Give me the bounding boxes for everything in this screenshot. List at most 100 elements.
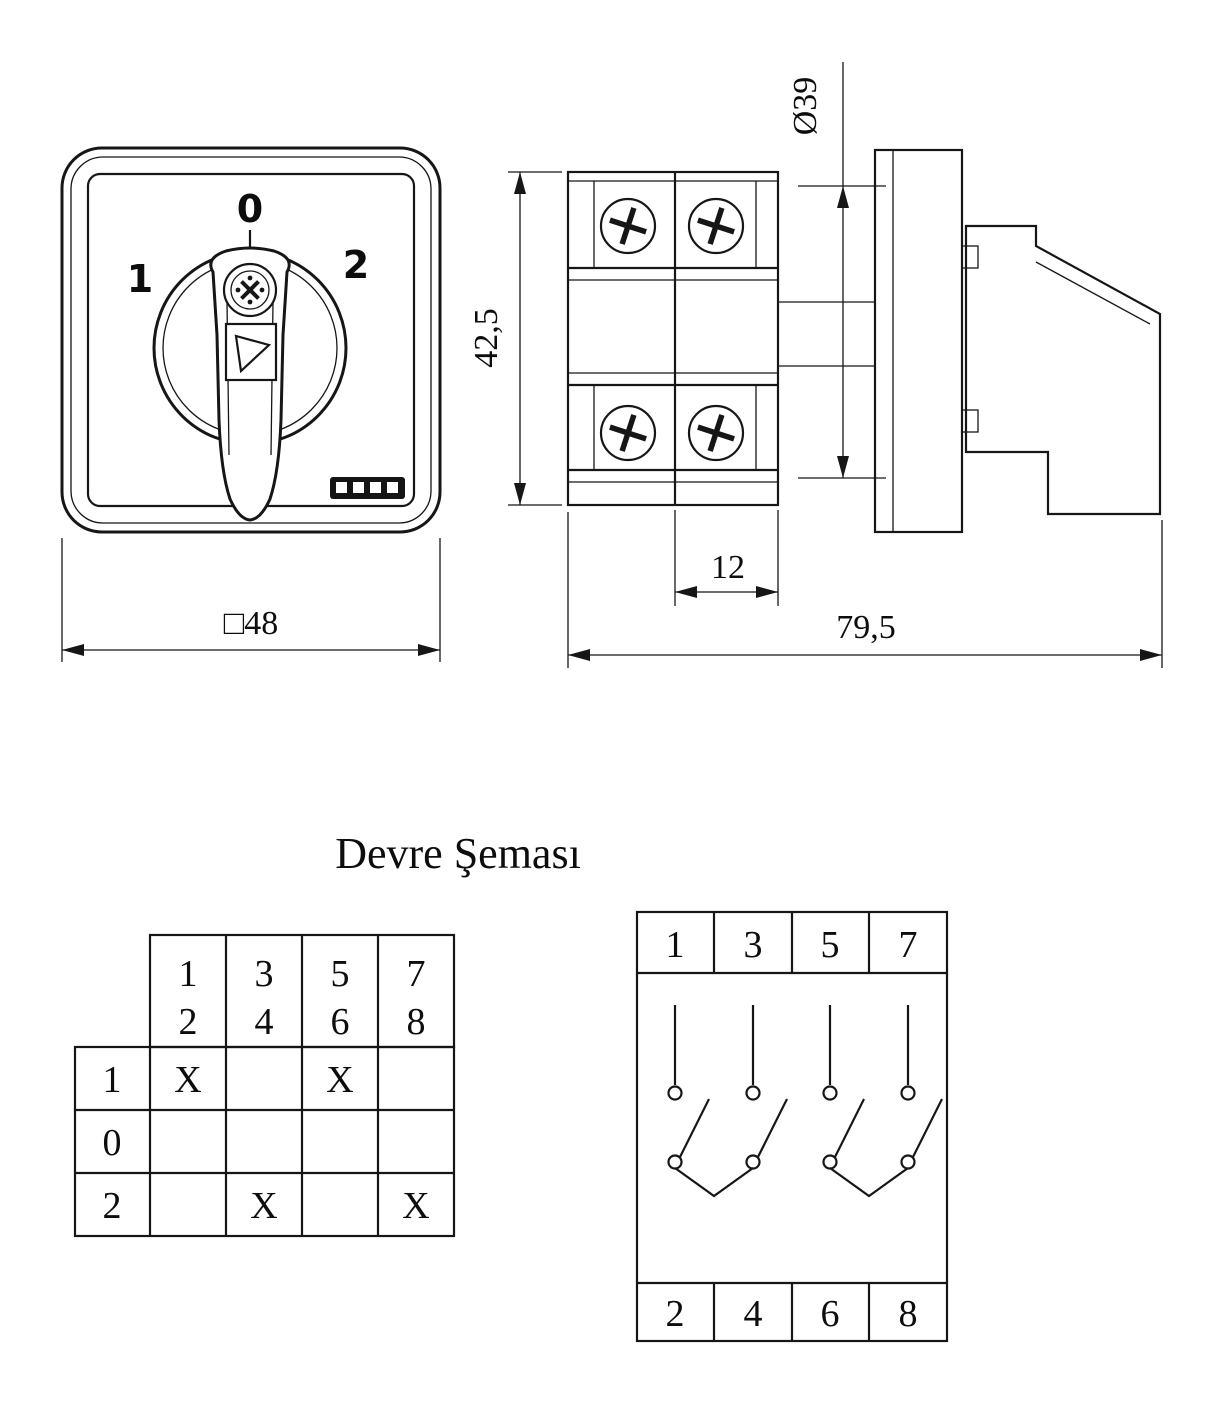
dimension-text-39: Ø39 <box>787 77 824 136</box>
dimension-text-48: □48 <box>224 605 279 642</box>
switching-table: 1 2 3 4 5 6 7 8 1 0 2 X X X X <box>73 933 456 1238</box>
terminal-block-body <box>566 170 780 507</box>
table-row-labels: 1 0 2 <box>103 1059 122 1227</box>
arrow-up-icon <box>837 186 849 208</box>
knob-handle[interactable] <box>209 246 291 522</box>
table-cell: X <box>250 1185 277 1227</box>
contact-number: 6 <box>331 1001 350 1043</box>
arrow-down-icon <box>837 456 849 478</box>
contact-number: 1 <box>179 953 198 995</box>
mounting-plate <box>873 148 979 534</box>
dimension-text-42-5: 42,5 <box>468 308 505 368</box>
screw-dot <box>247 275 253 281</box>
dimension-total-79-5: 79,5 <box>567 512 1163 668</box>
terminal-number: 5 <box>821 924 840 966</box>
terminal-screw[interactable] <box>601 199 655 253</box>
front-view: 0 1 2 <box>60 146 442 534</box>
table-cell: X <box>402 1185 429 1227</box>
dimension-diameter-39: Ø39 <box>787 62 886 479</box>
knob-logo-box <box>224 322 278 382</box>
brand-badge-block <box>353 482 364 493</box>
arrow-down-icon <box>514 483 526 505</box>
table-header-labels: 1 2 3 4 5 6 7 8 <box>179 953 426 1043</box>
contact-number: 3 <box>255 953 274 995</box>
section-title: Devre Şeması <box>335 829 581 878</box>
screw-dot <box>259 287 265 293</box>
brand-badge-block <box>336 482 347 493</box>
brand-badge-bg <box>330 477 405 499</box>
contact-diagram-box <box>635 910 949 1343</box>
dimension-depth-12: 12 <box>674 510 779 606</box>
front-outer-housing <box>60 146 442 534</box>
position-row-label: 0 <box>103 1122 122 1164</box>
mounting-plate-body <box>873 148 964 534</box>
terminal-screw[interactable] <box>689 199 743 253</box>
rear-bracket-outline <box>964 224 1162 516</box>
terminal-number: 3 <box>744 924 763 966</box>
knob-logo-arrow-icon <box>234 334 272 374</box>
terminal-screw[interactable] <box>601 406 655 460</box>
bracket-line <box>1035 261 1151 325</box>
shaft <box>778 301 875 367</box>
terminal-screw[interactable] <box>689 406 743 460</box>
bottom-terminal-labels: 2 4 6 8 <box>666 1293 918 1335</box>
arrow-right-icon <box>756 586 778 598</box>
knob-screw-inner <box>230 270 270 310</box>
table-cells: X X X X <box>174 1059 429 1227</box>
contact-number: 7 <box>407 953 426 995</box>
dimension-height-42-5: 42,5 <box>468 171 562 506</box>
side-view <box>566 148 1162 534</box>
terminal-number: 6 <box>821 1293 840 1335</box>
position-label-left: 1 <box>127 257 153 301</box>
knob-logo <box>224 322 278 382</box>
contact-pole <box>745 1003 789 1170</box>
contact-number: 2 <box>179 1001 198 1043</box>
table-cell: X <box>326 1059 353 1101</box>
contact-pole <box>900 1003 944 1170</box>
brand-badge-block <box>387 482 398 493</box>
contact-poles <box>667 1003 944 1198</box>
rear-bracket <box>964 224 1162 516</box>
screw-dot <box>247 299 253 305</box>
plate-tab <box>961 409 979 433</box>
arrow-left-icon <box>675 586 697 598</box>
position-label-top: 0 <box>237 187 263 231</box>
brand-badge-block <box>370 482 381 493</box>
contact-pole <box>667 1003 711 1170</box>
contact-pole <box>822 1003 866 1170</box>
terminal-number: 4 <box>744 1293 763 1335</box>
contact-diagram: 1 3 5 7 2 4 6 8 <box>635 910 949 1343</box>
arrow-left-icon <box>568 649 590 661</box>
table-body-box <box>73 1045 456 1238</box>
terminal-block <box>566 170 780 507</box>
terminal-number: 2 <box>666 1293 685 1335</box>
position-label-right: 2 <box>343 243 369 287</box>
front-inner-housing-line <box>70 156 432 524</box>
arrow-left-icon <box>62 644 84 656</box>
knob-screw <box>222 262 278 318</box>
arrow-right-icon <box>1140 649 1162 661</box>
top-terminal-labels: 1 3 5 7 <box>666 924 918 966</box>
position-labels: 0 1 2 <box>127 187 369 301</box>
terminal-number: 8 <box>899 1293 918 1335</box>
arrow-up-icon <box>514 172 526 194</box>
brand-badge <box>330 477 405 499</box>
contact-number: 4 <box>255 1001 274 1043</box>
dimension-text-79-5: 79,5 <box>836 609 896 646</box>
contact-bridge <box>829 1167 909 1198</box>
table-cell: X <box>174 1059 201 1101</box>
arrow-right-icon <box>418 644 440 656</box>
screw-cross-icon <box>240 280 260 300</box>
position-row-label: 1 <box>103 1059 122 1101</box>
dimension-width-48: □48 <box>61 538 441 662</box>
terminal-number: 7 <box>899 924 918 966</box>
rotary-knob[interactable] <box>152 246 348 522</box>
plate-tab <box>961 245 979 269</box>
contact-number: 8 <box>407 1001 426 1043</box>
contact-bridge <box>674 1167 754 1198</box>
terminal-number: 1 <box>666 924 685 966</box>
dimension-text-12: 12 <box>711 549 745 586</box>
position-row-label: 2 <box>103 1185 122 1227</box>
screw-dot <box>235 287 241 293</box>
